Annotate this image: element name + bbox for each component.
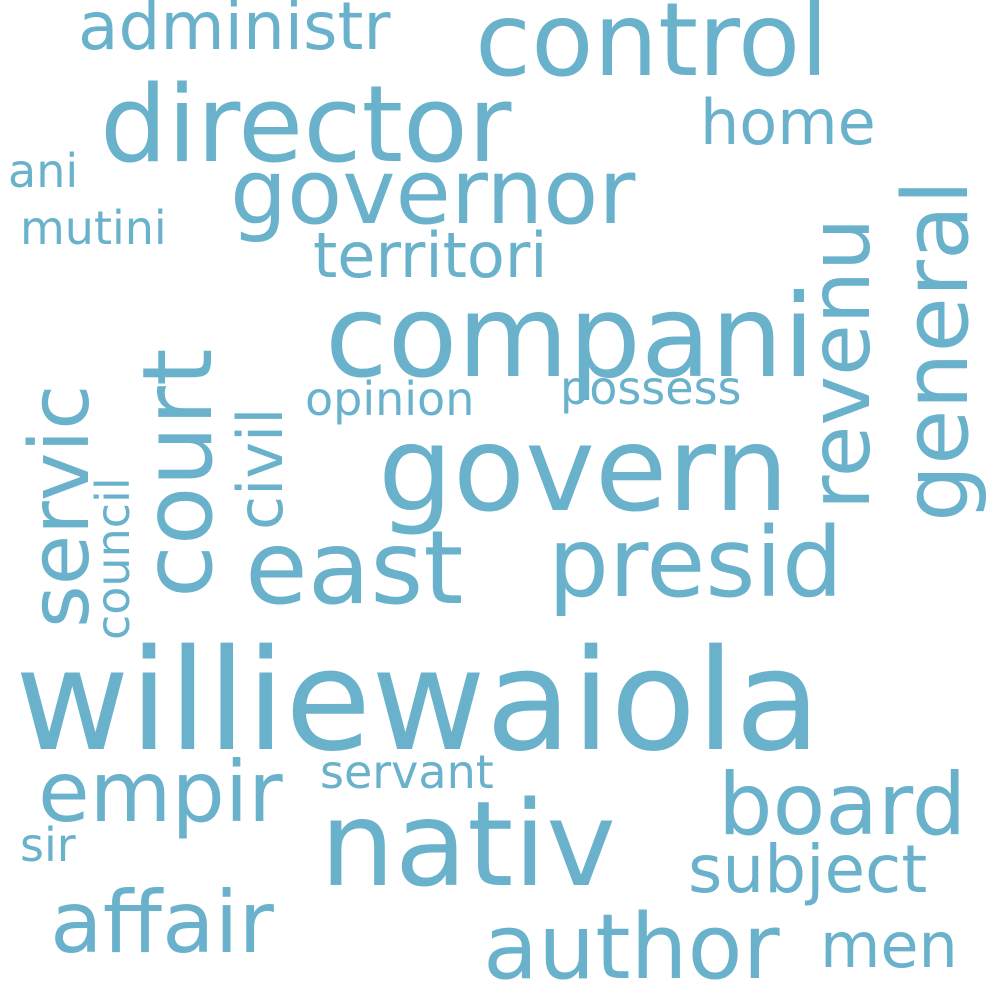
word-compani: compani [325,270,815,403]
word-affair: affair [50,873,274,973]
word-court: court [122,348,234,598]
word-opinion: opinion [305,372,475,426]
word-govern: govern [378,400,789,538]
word-home: home [700,86,876,159]
word-ani: ani [8,144,79,198]
word-servant: servant [320,745,494,799]
word-east: east [245,509,464,628]
word-director: director [100,63,512,186]
word-governor: governor [230,140,636,245]
word-territori: territori [313,219,548,292]
word-control: control [475,0,829,100]
word-civil: civil [224,407,297,530]
word-sir: sir [20,818,76,872]
word-board: board [718,755,967,855]
word-revenu: revenu [791,217,889,510]
word-council: council [86,477,140,640]
word-administr: administr [78,0,391,65]
word-presid: presid [548,507,843,619]
word-possess: possess [560,361,742,415]
word-nativ: nativ [320,775,616,913]
word-author: author [483,895,780,1000]
word-subject: subject [688,831,928,908]
word-men: men [820,909,958,982]
word-general: general [884,179,989,522]
word-williewaiola: williewaiola [15,620,821,783]
word-empir: empir [38,743,283,841]
word-mutini: mutini [20,201,167,255]
